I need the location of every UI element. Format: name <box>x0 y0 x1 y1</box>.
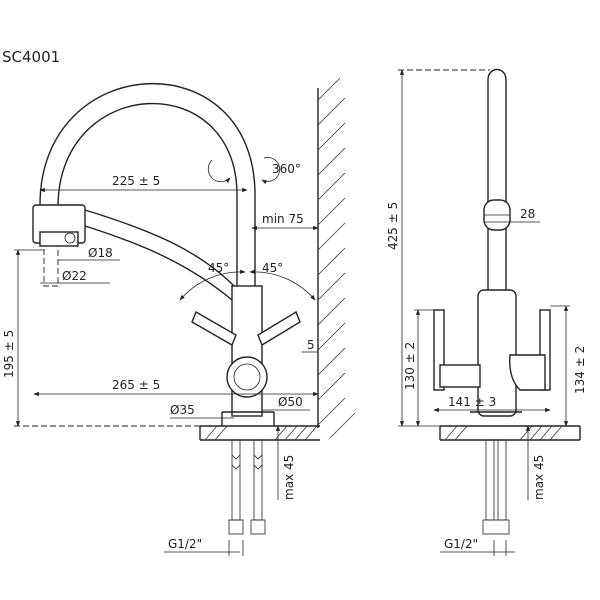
countertop <box>199 425 320 441</box>
wall <box>317 77 356 439</box>
dim-total-height: 425 ± 5 <box>386 202 400 250</box>
body-ring <box>226 356 268 398</box>
dim-reach-bottom: 265 ± 5 <box>112 378 160 392</box>
side-spout <box>487 68 507 293</box>
handle-left <box>191 310 237 347</box>
dim-angle-right: 45° <box>262 261 283 275</box>
dim-wall-min: min 75 <box>262 212 304 226</box>
dim-hose-d2: Ø22 <box>62 269 87 283</box>
dim-base-d1: Ø35 <box>170 403 195 417</box>
side-body <box>477 289 517 417</box>
model-title: SC4001 <box>2 48 60 66</box>
dim-spout-d: 28 <box>520 207 535 221</box>
shank-right <box>253 439 263 521</box>
shank-left <box>231 439 241 521</box>
dim-wall-gap: 5 <box>307 338 315 352</box>
dim-thread-front: G1/2" <box>168 537 202 551</box>
dim-reach-top: 225 ± 5 <box>112 174 160 188</box>
dim-handle-span: 141 ± 3 <box>448 395 496 409</box>
dim-handle-right: 134 ± 2 <box>573 346 587 394</box>
side-countertop <box>439 425 581 441</box>
handle-right <box>257 310 301 347</box>
dim-handle-left: 130 ± 2 <box>403 342 417 390</box>
side-handle-left <box>433 309 445 391</box>
front-view: 225 ± 5 360° min 75 Ø18 Ø22 45° 45° 195 … <box>2 77 356 556</box>
dim-deck-max: max 45 <box>282 455 296 500</box>
spout-arch <box>39 82 256 290</box>
dim-side-deck-max: max 45 <box>532 455 546 500</box>
dim-thread-side: G1/2" <box>444 537 478 551</box>
dim-height-left: 195 ± 5 <box>2 330 16 378</box>
dim-hose-d1: Ø18 <box>88 246 113 260</box>
side-view: 425 ± 5 28 130 ± 2 134 ± 2 141 ± 3 max 4… <box>386 68 587 556</box>
dim-base-d2: Ø50 <box>278 395 303 409</box>
dim-rotation: 360° <box>272 162 301 176</box>
dim-angle-left: 45° <box>208 261 229 275</box>
